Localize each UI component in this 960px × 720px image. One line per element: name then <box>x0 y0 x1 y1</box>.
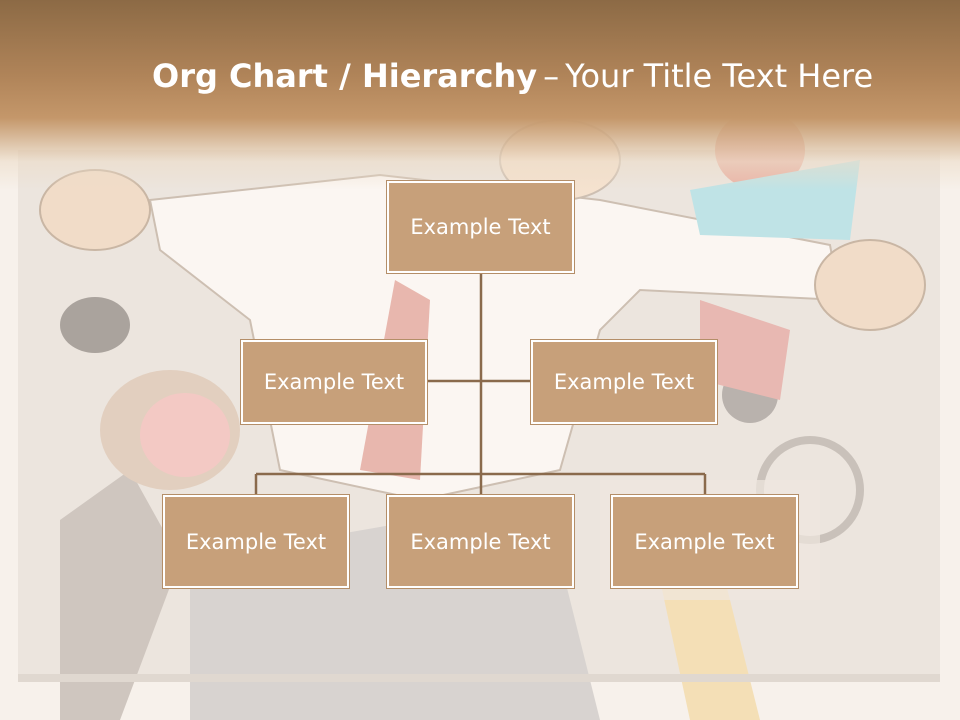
org-node-label: Example Text <box>410 529 551 554</box>
title-band <box>0 0 960 190</box>
org-node-label: Example Text <box>410 215 551 239</box>
org-node-label: Example Text <box>553 370 695 394</box>
slide-title: Org Chart / Hierarchy–Your Title Text He… <box>152 52 932 102</box>
title-rest: Your Title Text Here <box>565 57 874 95</box>
org-node-label: Example Text <box>263 370 405 394</box>
org-node-assistant-left[interactable]: Example Text <box>241 340 427 424</box>
title-separator: – <box>543 57 560 95</box>
org-node-child-3[interactable]: Example Text <box>611 495 798 588</box>
org-node-child-2[interactable]: Example Text <box>387 495 574 588</box>
org-node-child-1[interactable]: Example Text <box>163 495 349 588</box>
org-node-label: Example Text <box>634 529 775 554</box>
title-bold: Org Chart / Hierarchy <box>152 57 538 95</box>
org-node-assistant-right[interactable]: Example Text <box>531 340 717 424</box>
org-node-top[interactable]: Example Text <box>387 181 574 273</box>
org-node-label: Example Text <box>185 529 327 554</box>
